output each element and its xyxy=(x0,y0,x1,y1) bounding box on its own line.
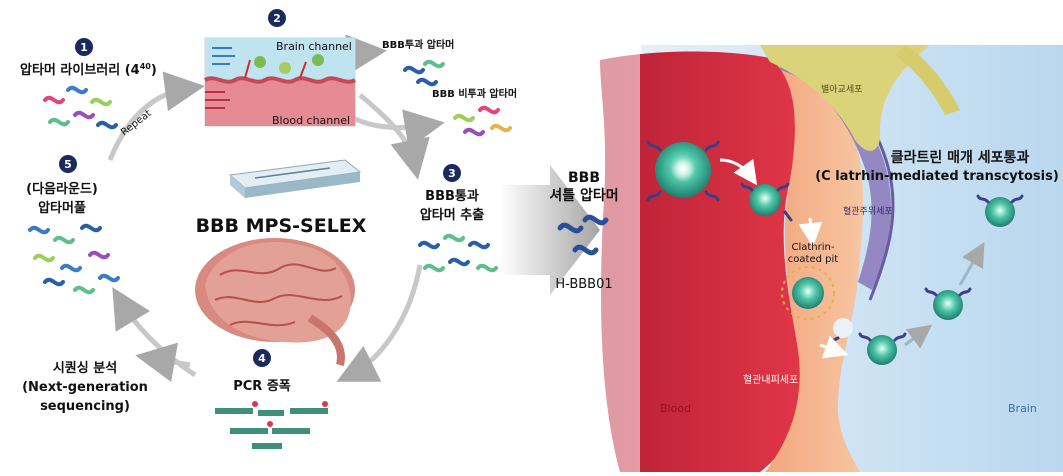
clathrin-title: 클라트린 매개 세포통과 xyxy=(891,149,1030,166)
blood-channel-label: Blood channel xyxy=(272,114,350,127)
aptamer-pool-icons xyxy=(28,223,120,295)
bbb-nonpass-label: BBB 비투과 압타머 xyxy=(432,87,517,100)
middle-labels: BBB 셔틀 압타머 H-BBB01 xyxy=(549,170,618,292)
brain-channel-label: Brain channel xyxy=(276,40,352,53)
brain-side-arrows xyxy=(904,242,985,349)
cycle-arrows xyxy=(107,34,445,383)
pcr-strands-icons xyxy=(215,401,328,449)
step-3-line2: 압타머 추출 xyxy=(420,207,484,223)
bbb-pass-label: BBB투과 압타머 xyxy=(382,38,454,51)
transport-arrows xyxy=(719,158,849,359)
brain-image xyxy=(195,238,355,366)
nanoparticles xyxy=(655,142,1015,365)
shuttle-line1: BBB xyxy=(568,170,600,186)
blood-label: Blood xyxy=(660,402,691,415)
step-3-num: 3 xyxy=(448,167,456,180)
step-5-line2: 압타머풀 xyxy=(38,200,86,216)
shuttle-name: H-BBB01 xyxy=(555,277,612,292)
step-3-line1: BBB통과 xyxy=(425,189,479,204)
microfluidic-chip xyxy=(228,159,362,198)
left-labels: 압타머 라이브러리 (440) Brain channel Blood chan… xyxy=(20,38,517,414)
right-labels: 별아교세포 혈관주위세포 혈관내피세포 클라트린 매개 세포통과 (C latr… xyxy=(660,84,1059,415)
endothelial-label: 혈관내피세포 xyxy=(743,373,798,386)
step-5-line1: (다음라운드) xyxy=(26,181,98,197)
brain-label: Brain xyxy=(1008,402,1037,415)
step-1-label: 압타머 라이브러리 (440) xyxy=(20,62,157,78)
bbb-pass-aptamer-icons xyxy=(403,59,445,87)
sequencing-line2: (Next-generation xyxy=(22,380,148,395)
mps-selex-title: BBB MPS-SELEX xyxy=(196,215,367,237)
shuttle-aptamer-icons xyxy=(557,214,609,256)
bbb-nonpass-aptamer-icons xyxy=(453,105,512,137)
aptamer-library-icons xyxy=(43,85,118,130)
step-4-num: 4 xyxy=(258,352,266,365)
pericyte-label: 혈관주위세포 xyxy=(843,205,893,217)
shuttle-line2: 셔틀 압타머 xyxy=(549,187,618,204)
mps-channel-box xyxy=(203,37,357,127)
step-badges: 1 2 3 4 5 xyxy=(59,9,461,367)
astrocyte-label: 별아교세포 xyxy=(821,84,862,95)
sequencing-line1: 시퀀싱 분석 xyxy=(53,361,117,376)
pit-line1: Clathrin- xyxy=(792,242,835,253)
step-4-label: PCR 증폭 xyxy=(233,379,291,394)
step-1-num: 1 xyxy=(80,41,88,54)
tissue-illustration xyxy=(590,45,1063,472)
clathrin-subtitle: (C latrhin-mediated transcytosis) xyxy=(815,169,1059,184)
step-5-num: 5 xyxy=(64,158,72,171)
main-arrow xyxy=(500,165,600,295)
step-2-num: 2 xyxy=(273,12,281,25)
pit-line2: coated pit xyxy=(788,254,838,265)
extracted-aptamer-icons xyxy=(418,233,498,273)
sequencing-line3: sequencing) xyxy=(40,399,130,414)
